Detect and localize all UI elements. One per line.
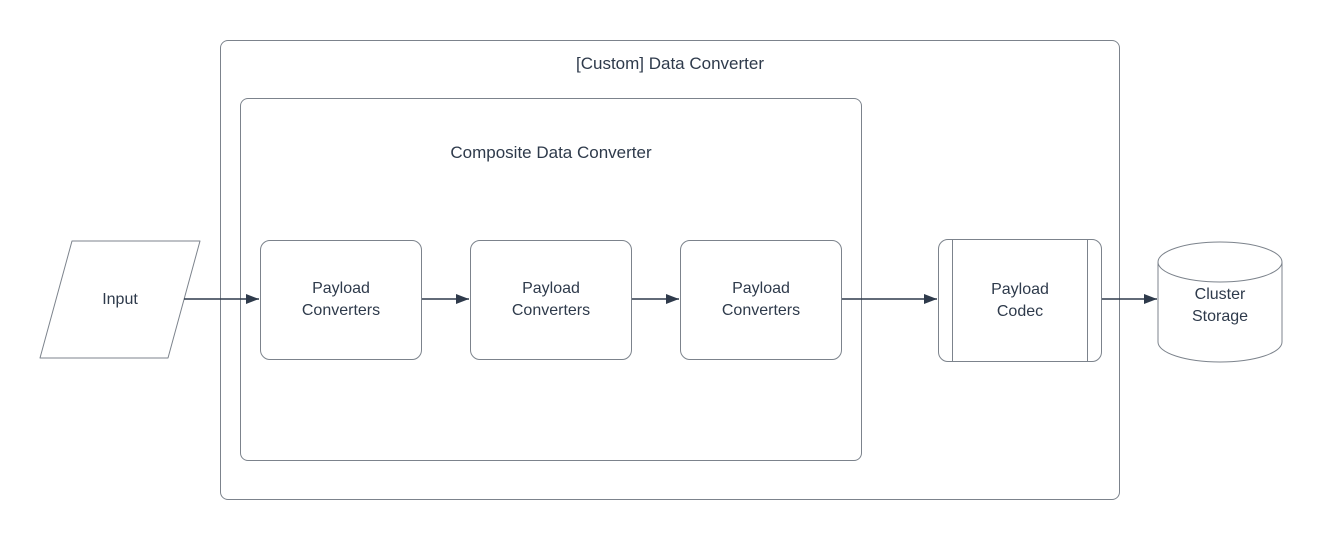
custom-data-converter-container: [Custom] Data Converter (220, 40, 1120, 500)
payload-codec-node: Payload Codec (938, 239, 1102, 362)
input-parallelogram (39, 240, 201, 359)
cluster-storage-cylinder-lip (1157, 261, 1283, 283)
codec-left-divider (952, 240, 953, 361)
payload-converters-node-2: Payload Converters (470, 240, 632, 360)
cluster-storage-node: Cluster Storage (1158, 258, 1282, 354)
payload-converters-label-1: Payload Converters (301, 280, 381, 319)
custom-data-converter-label: [Custom] Data Converter (575, 54, 764, 73)
composite-data-converter-container: Composite Data Converter (240, 98, 862, 461)
cluster-storage-cylinder (1157, 241, 1283, 363)
payload-converters-node-1: Payload Converters (260, 240, 422, 360)
input-node: Input (40, 241, 200, 358)
payload-converters-label-3: Payload Converters (721, 280, 801, 319)
composite-data-converter-label: Composite Data Converter (450, 143, 652, 162)
input-label: Input (102, 290, 138, 308)
cluster-storage-label: Cluster Storage (1191, 286, 1249, 325)
payload-converters-label-2: Payload Converters (511, 280, 591, 319)
codec-right-divider (1087, 240, 1088, 361)
payload-converters-node-3: Payload Converters (680, 240, 842, 360)
payload-codec-label: Payload Codec (991, 280, 1049, 320)
